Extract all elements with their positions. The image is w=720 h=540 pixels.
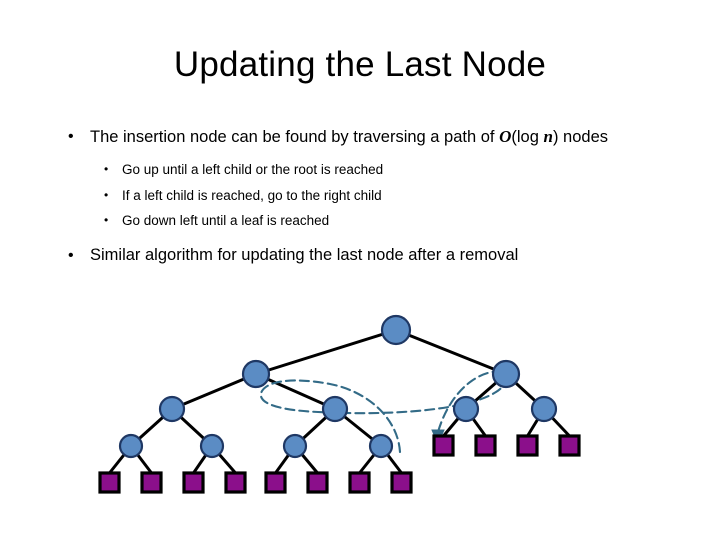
- sub-bullet-list: • Go up until a left child or the root i…: [100, 157, 660, 234]
- tree-leaf-node: [182, 471, 205, 494]
- tree-internal-node: [199, 433, 225, 459]
- bullet-label: Similar algorithm for updating the last …: [90, 245, 519, 264]
- tree-leaf-node: [516, 434, 539, 457]
- bullet-text-paren-open: (log: [511, 128, 544, 146]
- bullet-text-part-2: nodes: [558, 128, 609, 146]
- tree-leaf-node: [474, 434, 497, 457]
- tree-edge: [171, 372, 257, 411]
- tree-internal-node: [241, 359, 271, 389]
- tree-internal-node: [118, 433, 144, 459]
- math-big-o: O: [499, 127, 512, 146]
- sub-bullet-go-down-left: • Go down left until a leaf is reached: [100, 208, 660, 234]
- heap-tree-diagram: [98, 314, 581, 494]
- bullet-text-paren-close: ): [552, 128, 559, 146]
- tree-leaf-node: [140, 471, 163, 494]
- tree-internal-node: [452, 395, 480, 423]
- math-variable-n: n: [543, 127, 553, 146]
- page-title: Updating the Last Node: [173, 45, 547, 84]
- tree-leaf-node: [224, 471, 247, 494]
- tree-edge: [255, 328, 397, 376]
- tree-internal-node: [491, 359, 521, 389]
- tree-leaf-nodes: [98, 434, 581, 494]
- tree-leaf-node: [390, 471, 413, 494]
- traversal-curve: [259, 370, 507, 454]
- bullet-text-part-1: The insertion node can be found by trave…: [90, 128, 500, 146]
- bullet-marker: •: [68, 246, 74, 264]
- tree-leaf-node: [558, 434, 581, 457]
- tree-leaf-node: [306, 471, 329, 494]
- bullet-marker: •: [104, 187, 109, 202]
- sub-bullet-label: Go up until a left child or the root is …: [122, 162, 384, 177]
- tree-internal-node: [158, 395, 186, 423]
- tree-leaf-node: [432, 434, 455, 457]
- sub-bullet-label: Go down left until a leaf is reached: [122, 213, 330, 228]
- bullet-marker: •: [68, 128, 74, 145]
- tree-leaf-node: [264, 471, 287, 494]
- tree-internal-node: [530, 395, 558, 423]
- sub-bullet-go-up: • Go up until a left child or the root i…: [100, 157, 660, 183]
- bullet-similar-algorithm: • Similar algorithm for updating the las…: [60, 245, 660, 266]
- bullet-marker: •: [104, 162, 109, 176]
- bullet-body: • The insertion node can be found by tra…: [60, 126, 660, 266]
- tree-internal-node: [321, 395, 349, 423]
- bullet-insertion-node: • The insertion node can be found by tra…: [60, 126, 660, 148]
- tree-leaf-node: [98, 471, 121, 494]
- tree-edge: [395, 328, 507, 376]
- sub-bullet-left-child: • If a left child is reached, go to the …: [100, 183, 660, 209]
- tree-internal-node: [368, 433, 394, 459]
- tree-internal-node: [282, 433, 308, 459]
- bullet-marker: •: [104, 213, 109, 227]
- sub-bullet-label: If a left child is reached, go to the ri…: [122, 187, 382, 203]
- tree-leaf-node: [348, 471, 371, 494]
- tree-edge: [255, 372, 336, 411]
- tree-internal-nodes: [118, 314, 558, 459]
- tree-internal-node: [380, 314, 412, 346]
